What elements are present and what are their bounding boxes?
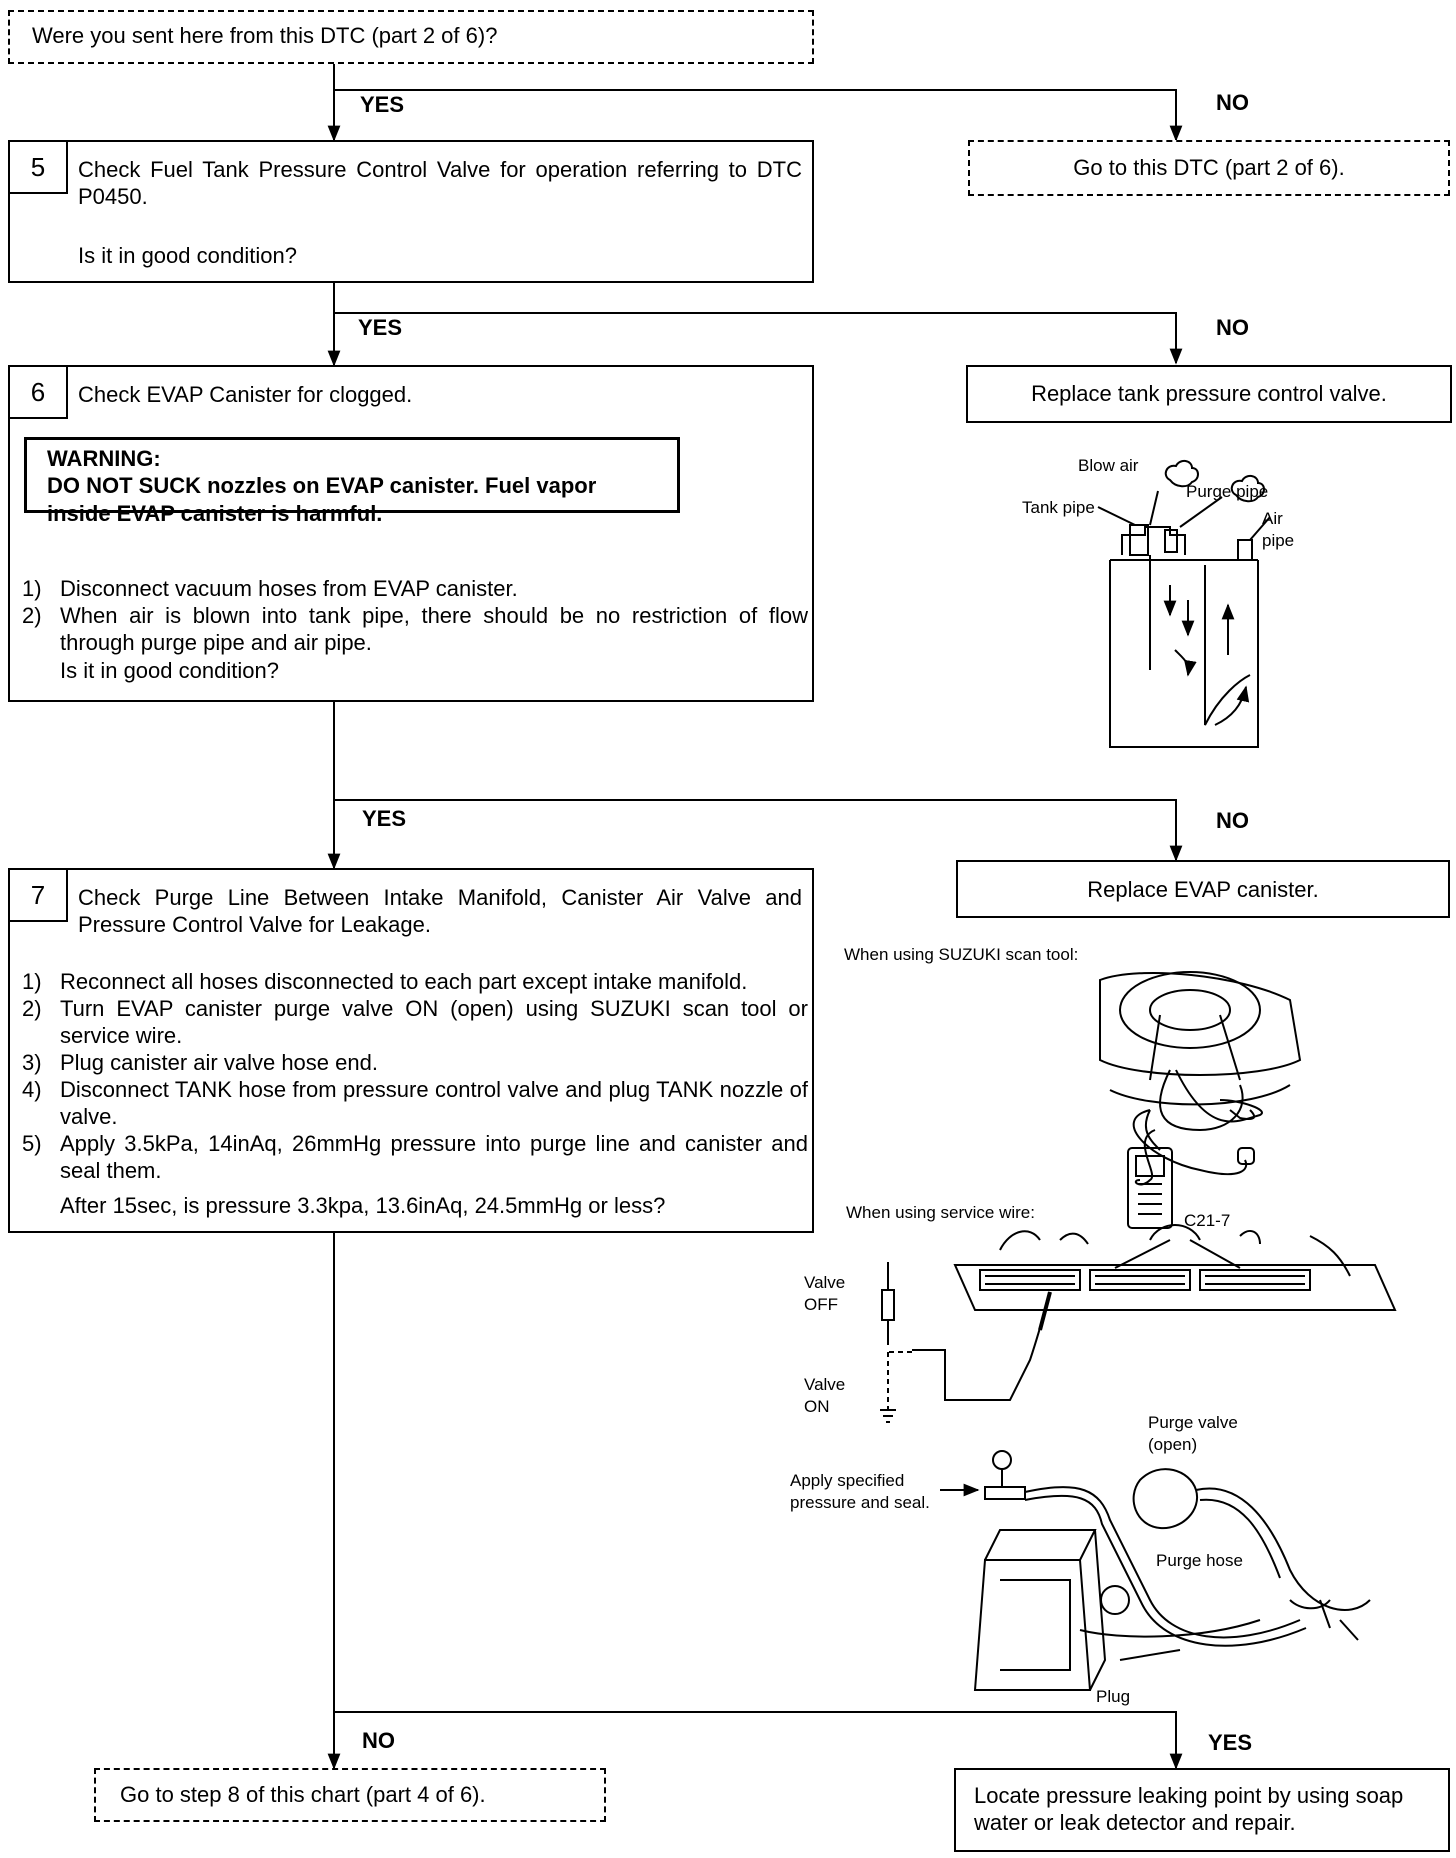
list-item: 2)Turn EVAP canister purge valve ON (ope… [22,996,808,1048]
blow-air-label: Blow air [1078,456,1139,475]
tank-pipe-label: Tank pipe [1022,498,1095,517]
intro-question: Were you sent here from this DTC (part 2… [32,23,498,48]
purge-hose-label: Purge hose [1156,1551,1243,1570]
step6-list: 1)Disconnect vacuum hoses from EVAP cani… [22,575,808,656]
purge-valve-label: Purge valve (open) [1148,1413,1238,1454]
intro-no-action: Go to this DTC (part 2 of 6). [1073,155,1345,180]
connector-label: C21-7 [1184,1211,1231,1230]
list-item: 2)When air is blown into tank pipe, ther… [22,603,808,655]
step7-yes-line [334,1711,1183,1770]
list-item: 4)Disconnect TANK hose from pressure con… [22,1077,808,1129]
intro-yes-label: YES [360,92,405,117]
step6-text: Check EVAP Canister for clogged. [78,382,413,407]
step5-yes-label: YES [358,315,403,340]
scan-tool-caption: When using SUZUKI scan tool: [844,945,1079,964]
air-pipe-label: Air pipe [1262,509,1295,550]
intro-question-box: Were you sent here from this DTC (part 2… [8,10,814,64]
step7-list: 1)Reconnect all hoses disconnected to ea… [22,968,808,1184]
step5-box: 5 Check Fuel Tank Pressure Control Valve… [8,140,814,283]
step6-no-line [334,799,1183,862]
valve-on-label: Valve ON [804,1375,846,1416]
step7-box: 7 Check Purge Line Between Intake Manifo… [8,868,814,1233]
intro-no-label: NO [1216,90,1249,115]
list-item: 3)Plug canister air valve hose end. [22,1050,378,1075]
step5-question: Is it in good condition? [78,243,297,268]
step7-number: 7 [10,870,68,922]
warning-text: DO NOT SUCK nozzles on EVAP canister. Fu… [47,473,597,526]
step7-question: After 15sec, is pressure 3.3kpa, 13.6inA… [60,1193,666,1218]
step7-text: Check Purge Line Between Intake Manifold… [78,885,802,937]
step6-warning-box: WARNING: DO NOT SUCK nozzles on EVAP can… [24,437,680,526]
intro-no-line [334,89,1183,142]
step7-no-action-box: Go to step 8 of this chart (part 4 of 6)… [94,1768,606,1822]
canister-illustration: Blow air Purge pipe Tank pipe Air pipe [1010,455,1310,755]
step7-yes-label: YES [1208,1730,1253,1755]
step6-number: 6 [10,367,68,419]
step7-yes-action: Locate pressure leaking point by using s… [974,1783,1404,1835]
step7-yes-action-box: Locate pressure leaking point by using s… [954,1768,1450,1852]
list-item: 1)Reconnect all hoses disconnected to ea… [22,969,748,994]
step7-no-action: Go to step 8 of this chart (part 4 of 6)… [120,1782,486,1807]
plug-label: Plug [1096,1687,1131,1706]
service-wire-caption: When using service wire: [846,1203,1035,1222]
step6-yes-label: YES [362,806,407,831]
step6-no-action-box: Replace EVAP canister. [956,860,1450,918]
step5-no-label: NO [1216,315,1249,340]
canister-drawing [1097,460,1271,748]
step6-no-action: Replace EVAP canister. [1087,877,1319,902]
step6-question: Is it in good condition? [60,658,279,683]
step6-no-label: NO [1216,808,1249,833]
step5-text: Check Fuel Tank Pressure Control Valve f… [78,157,802,209]
step5-no-action-box: Replace tank pressure control valve. [966,365,1452,423]
list-item: 5)Apply 3.5kPa, 14inAq, 26mmHg pressure … [22,1131,808,1183]
intro-no-action-box: Go to this DTC (part 2 of 6). [968,140,1450,196]
step5-no-line [334,312,1183,365]
step5-no-action: Replace tank pressure control valve. [1031,381,1387,406]
warning-title: WARNING: [47,446,161,471]
purge-pipe-label: Purge pipe [1186,482,1269,501]
valve-off-label: Valve OFF [804,1273,846,1314]
step7-no-label: NO [362,1728,395,1753]
step5-number: 5 [10,142,68,194]
step6-box: 6 Check EVAP Canister for clogged. WARNI… [8,365,814,702]
apply-pressure-label: Apply specified pressure and seal. [790,1471,930,1512]
list-item: 1)Disconnect vacuum hoses from EVAP cani… [22,576,518,601]
